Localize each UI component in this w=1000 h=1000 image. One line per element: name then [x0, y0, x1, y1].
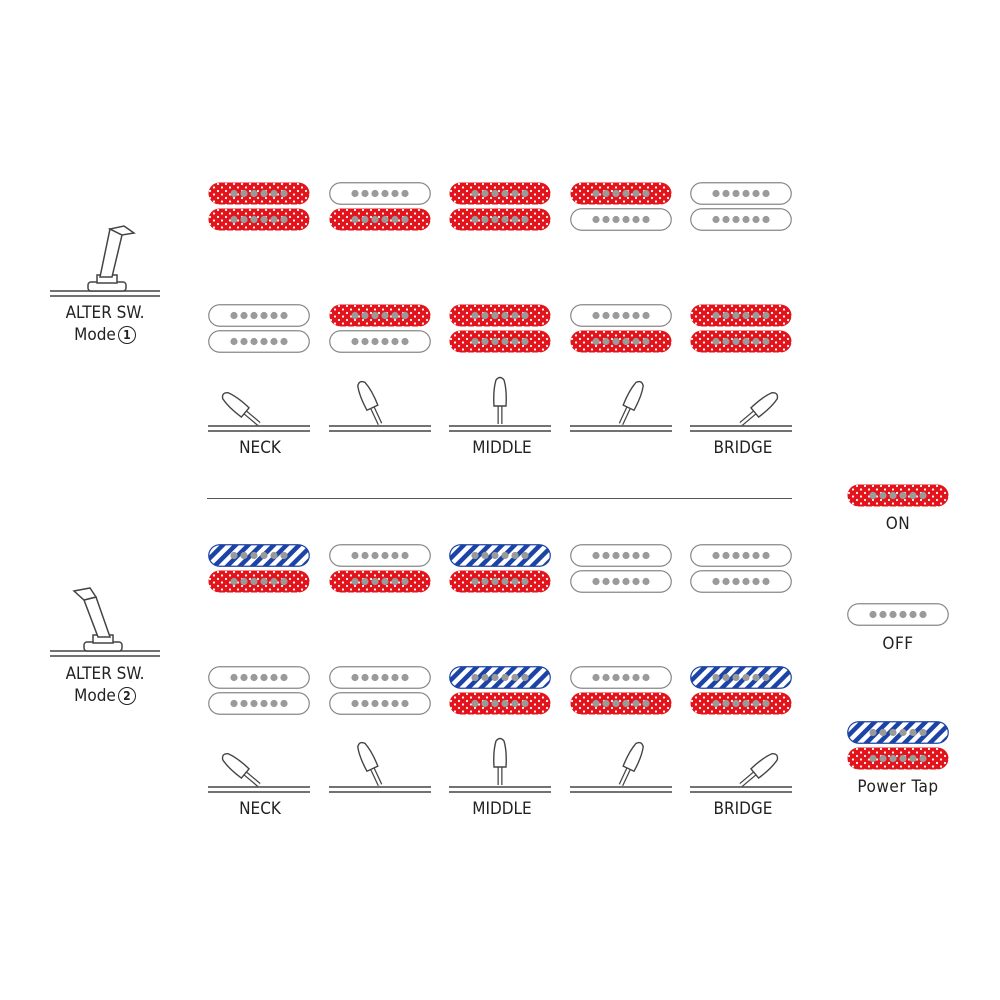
- mode-2-position-label-neck: NECK: [239, 799, 281, 819]
- mode-1-pos-1-bridge-pickup-coil-2: [208, 330, 310, 353]
- mode-1-position-label-middle: MIDDLE: [472, 438, 532, 458]
- mode-1-pos-3-selector-icon: [449, 376, 551, 432]
- mode-2-position-label-bridge: BRIDGE: [713, 799, 773, 819]
- mode-2-pos-2-neck-pickup-coil-1: [329, 544, 431, 567]
- mode-1-pos-5-bridge-pickup-coil-1: [690, 304, 792, 327]
- legend-on-coil-icon: [847, 484, 949, 507]
- mode-2-pos-4-neck-pickup-coil-2: [570, 570, 672, 593]
- mode-1-pos-4-neck-pickup-coil-2: [570, 208, 672, 231]
- mode-2-pos-2-selector-icon: [329, 741, 431, 793]
- mode-2-pos-3-selector-icon: [449, 737, 551, 793]
- mode-1-pos-1-selector-icon: [208, 391, 310, 432]
- alter-switch-mode-2-icon: [50, 587, 160, 657]
- mode-1-pos-2-bridge-pickup-coil-2: [329, 330, 431, 353]
- mode-1-pos-4-bridge-pickup-coil-2: [570, 330, 672, 353]
- mode-2-pos-5-neck-pickup-coil-1: [690, 544, 792, 567]
- mode-2-pos-4-bridge-pickup-coil-2: [570, 692, 672, 715]
- legend-off-label: OFF: [882, 634, 914, 654]
- legend-off-coil-icon: [847, 603, 949, 626]
- mode-2-pos-3-neck-pickup-coil-1: [449, 544, 551, 567]
- mode-2-pos-2-neck-pickup-coil-2: [329, 570, 431, 593]
- mode-2-pos-4-neck-pickup-coil-1: [570, 544, 672, 567]
- mode-1-label-line2: Mode: [74, 325, 116, 345]
- mode-1-pos-3-neck-pickup-coil-2: [449, 208, 551, 231]
- mode-1-pos-1-bridge-pickup-coil-1: [208, 304, 310, 327]
- mode-2-pos-1-bridge-pickup-coil-1: [208, 666, 310, 689]
- mode-2-pos-2-bridge-pickup-coil-2: [329, 692, 431, 715]
- mode-1-pos-2-neck-pickup-coil-2: [329, 208, 431, 231]
- legend-on-label: ON: [885, 514, 911, 534]
- section-divider: [207, 498, 792, 499]
- mode-2-pos-3-neck-pickup-coil-2: [449, 570, 551, 593]
- mode-1-pos-5-bridge-pickup-coil-2: [690, 330, 792, 353]
- mode-1-label-line1: ALTER SW.: [65, 303, 145, 323]
- mode-1-pos-2-bridge-pickup-coil-1: [329, 304, 431, 327]
- mode-1-pos-4-bridge-pickup-coil-1: [570, 304, 672, 327]
- mode-2-pos-3-bridge-pickup-coil-1: [449, 666, 551, 689]
- mode-2-number: 2: [117, 687, 136, 705]
- alter-switch-mode-1-icon: [50, 225, 160, 297]
- legend-tap-coil-icon: [847, 721, 949, 744]
- mode-2-pos-4-bridge-pickup-coil-1: [570, 666, 672, 689]
- mode-1-pos-5-selector-icon: [690, 391, 792, 432]
- mode-2-pos-5-bridge-pickup-coil-1: [690, 666, 792, 689]
- mode-1-pos-3-neck-pickup-coil-1: [449, 182, 551, 205]
- legend-tap-on-coil-icon: [847, 747, 949, 770]
- mode-2-label-line1: ALTER SW.: [65, 664, 145, 684]
- mode-1-pos-5-neck-pickup-coil-1: [690, 182, 792, 205]
- mode-1-pos-2-neck-pickup-coil-1: [329, 182, 431, 205]
- mode-1-pos-4-neck-pickup-coil-1: [570, 182, 672, 205]
- mode-2-pos-5-bridge-pickup-coil-2: [690, 692, 792, 715]
- mode-1-position-label-neck: NECK: [239, 438, 281, 458]
- mode-1-number: 1: [117, 326, 136, 344]
- mode-1-pos-5-neck-pickup-coil-2: [690, 208, 792, 231]
- mode-1-pos-1-neck-pickup-coil-1: [208, 182, 310, 205]
- mode-2-pos-2-bridge-pickup-coil-1: [329, 666, 431, 689]
- mode-1-pos-1-neck-pickup-coil-2: [208, 208, 310, 231]
- mode-1-pos-2-selector-icon: [329, 380, 431, 432]
- mode-2-pos-1-neck-pickup-coil-2: [208, 570, 310, 593]
- mode-2-pos-3-bridge-pickup-coil-2: [449, 692, 551, 715]
- mode-1-pos-4-selector-icon: [570, 380, 672, 432]
- mode-2-pos-1-selector-icon: [208, 752, 310, 793]
- mode-2-pos-1-neck-pickup-coil-1: [208, 544, 310, 567]
- mode-1-position-label-bridge: BRIDGE: [713, 438, 773, 458]
- mode-1-pos-3-bridge-pickup-coil-1: [449, 304, 551, 327]
- mode-1-pos-3-bridge-pickup-coil-2: [449, 330, 551, 353]
- mode-2-label-line2: Mode: [74, 686, 116, 706]
- legend-tap-label: Power Tap: [857, 777, 939, 797]
- mode-2-position-label-middle: MIDDLE: [472, 799, 532, 819]
- mode-2-pos-5-neck-pickup-coil-2: [690, 570, 792, 593]
- mode-2-pos-1-bridge-pickup-coil-2: [208, 692, 310, 715]
- mode-2-pos-5-selector-icon: [690, 752, 792, 793]
- mode-2-pos-4-selector-icon: [570, 741, 672, 793]
